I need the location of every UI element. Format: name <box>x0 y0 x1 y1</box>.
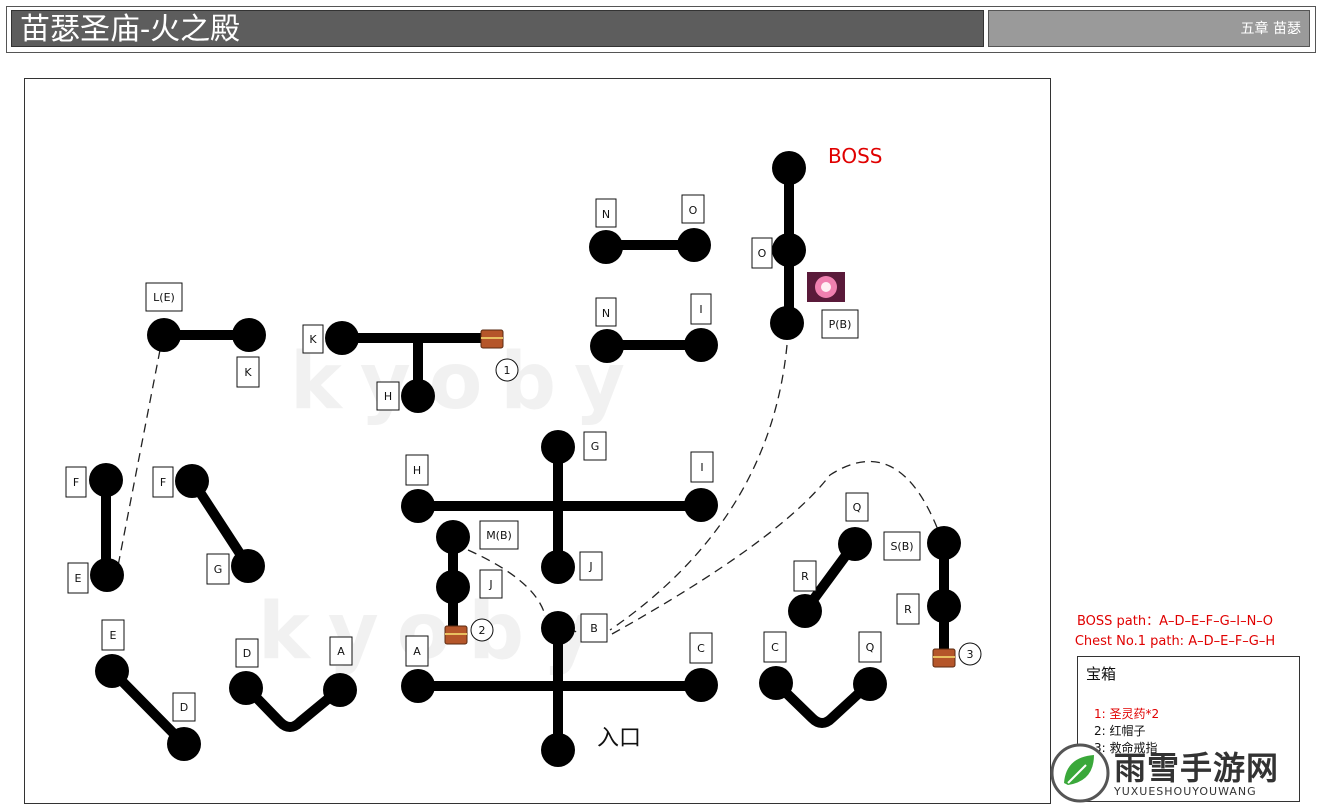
room-label: F <box>73 476 79 489</box>
chest-legend-item: 2: 红帽子 <box>1094 724 1146 738</box>
chest-legend: 宝箱 1: 圣灵药*2 2: 红帽子 3: 救命戒指 <box>1077 656 1300 802</box>
room-nodes <box>89 151 961 767</box>
room-label: A <box>413 645 421 658</box>
room-label: K <box>309 333 317 346</box>
room-label: H <box>413 464 421 477</box>
label-boxes <box>65 194 921 722</box>
room-label: R <box>801 570 809 583</box>
chest-number: 3 <box>967 648 974 661</box>
chest-path-text: Chest No.1 path: A–D–E–F–G–H <box>1074 634 1276 649</box>
room-label: E <box>110 629 117 642</box>
room-label: I <box>700 461 703 474</box>
room-label: K <box>244 366 252 379</box>
room-label: N <box>602 307 610 320</box>
chest-number: 2 <box>479 624 486 637</box>
room-label: C <box>771 641 779 654</box>
room-label: N <box>602 208 610 221</box>
room-label: J <box>588 560 592 573</box>
chest-icons <box>444 329 956 668</box>
room-label: L(E) <box>153 291 175 304</box>
warp-link <box>467 549 546 616</box>
map-frame <box>24 78 1051 804</box>
room-label: O <box>689 204 698 217</box>
room-label: Q <box>853 501 862 514</box>
chest-number-badges <box>470 358 982 666</box>
logo-subtitle: YUXUESHOUYOUWANG <box>1114 785 1257 798</box>
chest-number: 1 <box>504 364 511 377</box>
route-legend: BOSS path：A–D–E–F–G–I–N–O Chest No.1 pat… <box>1055 612 1295 652</box>
room-label: A <box>337 645 345 658</box>
room-label: O <box>758 247 767 260</box>
room-label: I <box>699 303 702 316</box>
warp-link <box>117 349 161 567</box>
room-label: P(B) <box>829 318 852 331</box>
room-label: D <box>180 701 188 714</box>
warp-link <box>609 344 788 631</box>
room-label: Q <box>866 641 875 654</box>
room-label: F <box>160 476 166 489</box>
boss-path-text: BOSS path：A–D–E–F–G–I–N–O <box>1076 614 1274 629</box>
chest-legend-item: 3: 救命戒指 <box>1094 741 1158 755</box>
chest-icon <box>932 648 956 668</box>
chapter-label: 五章 苗瑟 <box>988 10 1310 47</box>
boss-label: BOSS <box>828 144 883 168</box>
chest-icon <box>444 625 468 645</box>
room-label: E <box>75 572 82 585</box>
room-label: H <box>384 390 392 403</box>
page-title: 苗瑟圣庙-火之殿 <box>11 10 984 47</box>
chest-icon <box>480 329 504 349</box>
room-label: R <box>904 603 912 616</box>
room-label: G <box>214 563 223 576</box>
room-label: J <box>488 578 492 591</box>
logo-leaf-icon <box>1050 743 1110 803</box>
room-label: G <box>591 440 600 453</box>
save-point-icon <box>807 272 845 302</box>
room-label: S(B) <box>890 540 913 553</box>
logo-text: 雨雪手游网 <box>1114 749 1280 787</box>
room-label: B <box>590 622 598 635</box>
chest-legend-title: 宝箱 <box>1086 665 1117 683</box>
room-label: C <box>697 642 705 655</box>
chest-legend-item: 1: 圣灵药*2 <box>1094 707 1160 721</box>
entrance-label: 入口 <box>597 726 641 751</box>
room-label: M(B) <box>486 529 512 542</box>
site-logo: 雨雪手游网 YUXUESHOUYOUWANG <box>1046 739 1318 803</box>
room-label: D <box>243 647 251 660</box>
